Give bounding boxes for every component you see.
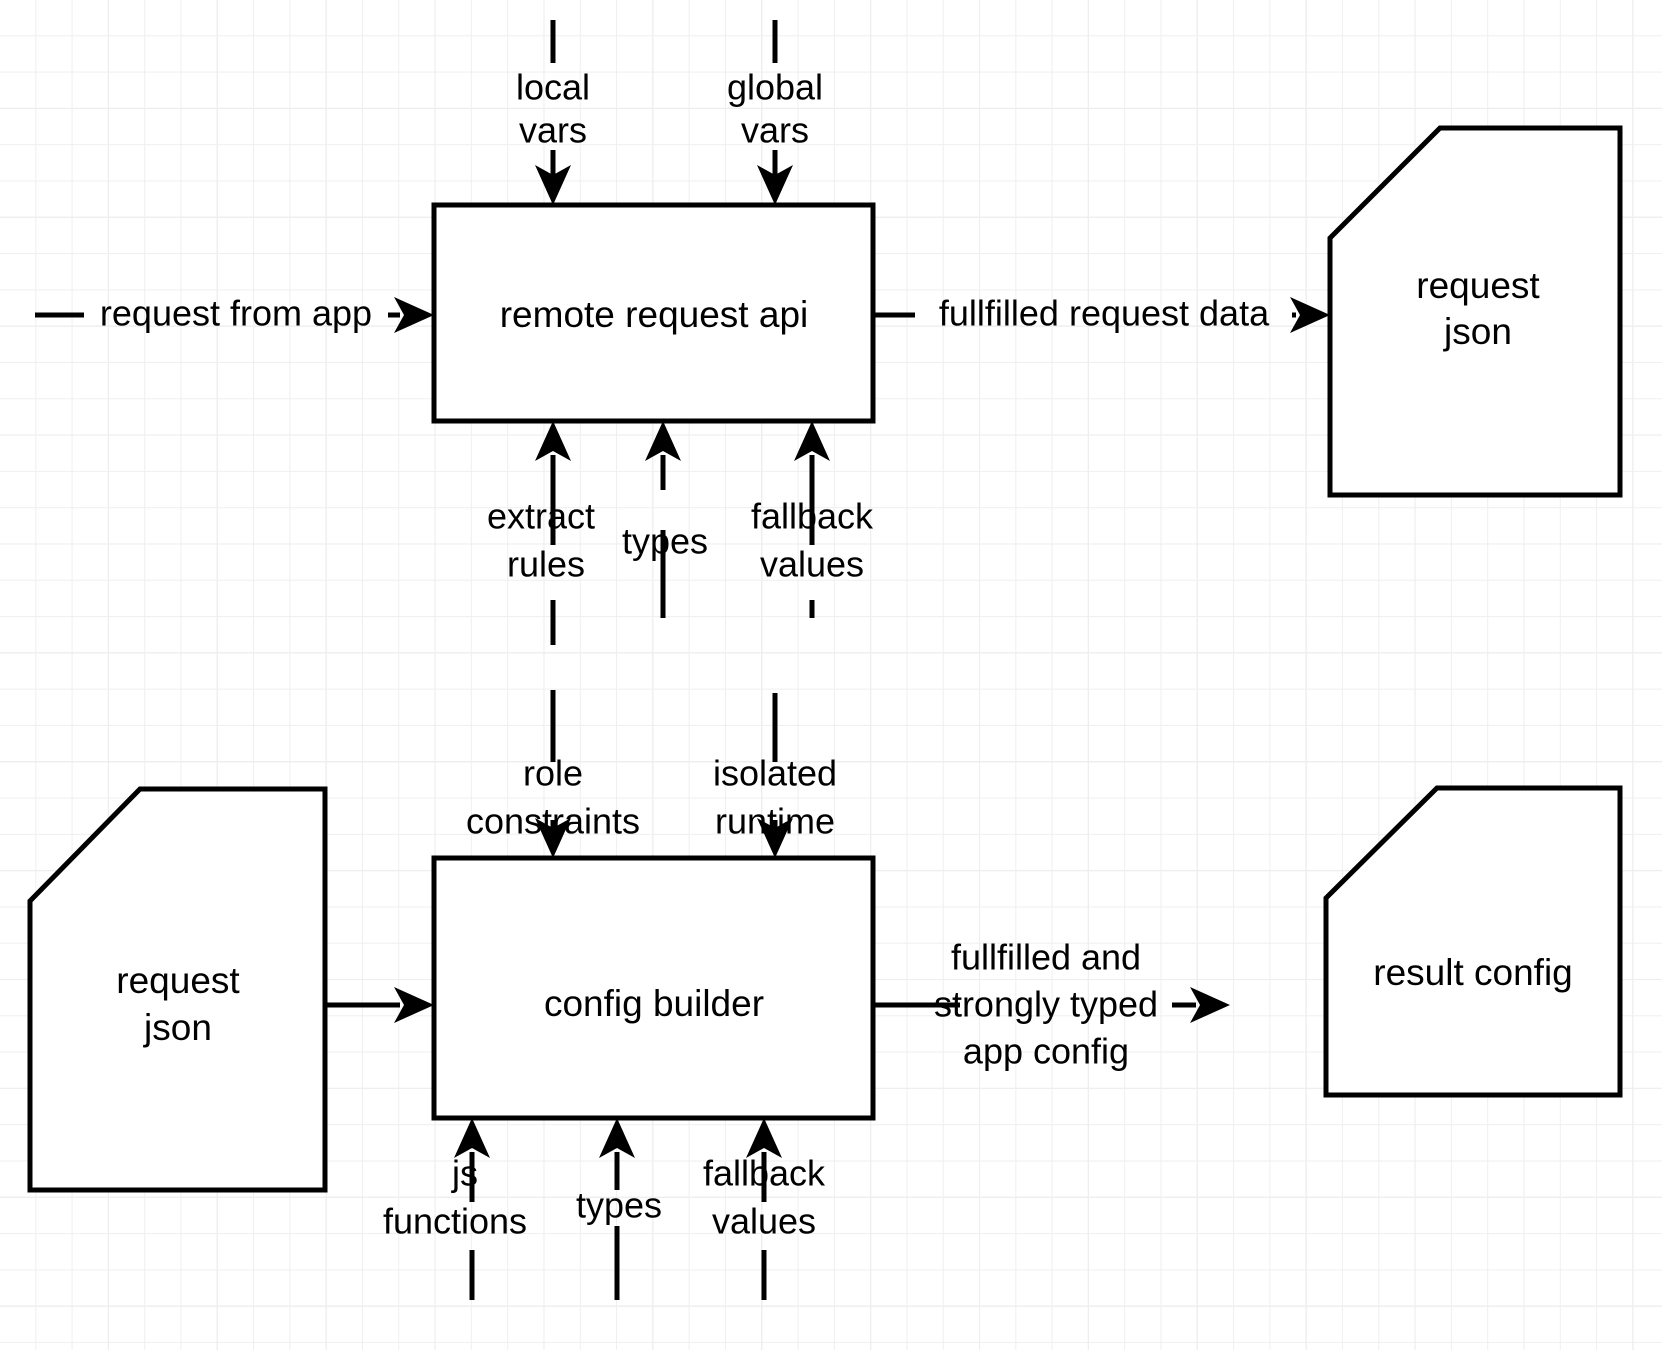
edge-fullfilled-request-data-arrowhead xyxy=(1290,297,1330,333)
node-request-json-bottom-shape[interactable] xyxy=(27,786,328,1193)
edge-request-json-to-config-builder-arrowhead xyxy=(394,987,434,1023)
edge-role-constraints: role constraints xyxy=(466,735,640,858)
edge-isolated-runtime-label-line2: runtime xyxy=(715,801,835,842)
edge-local-vars-label-line1: local xyxy=(516,67,590,108)
edge-extract-rules-label-line2: rules xyxy=(507,544,585,585)
edge-role-constraints-arrowhead xyxy=(535,818,571,858)
edge-types-lower-label: types xyxy=(576,1185,662,1226)
edge-fallback-values-upper-label-line2: values xyxy=(760,544,864,585)
edge-fallback-values-lower-label-line2: values xyxy=(712,1201,816,1242)
edge-global-vars-arrowhead xyxy=(757,165,793,205)
edge-global-vars-label-line1: global xyxy=(727,67,823,108)
node-config-builder[interactable]: config builder xyxy=(431,855,876,1121)
node-remote-request-api[interactable]: remote request api xyxy=(431,202,876,424)
edge-types-upper: types xyxy=(622,421,708,618)
node-request-json-bottom-label-line2: json xyxy=(143,1007,212,1048)
node-request-json-top-shape[interactable] xyxy=(1327,125,1623,498)
edge-isolated-runtime: isolated runtime xyxy=(713,693,837,858)
node-request-json-top-label-line2: json xyxy=(1443,311,1512,352)
edge-global-vars: global vars xyxy=(727,20,823,205)
edge-js-functions: js functions xyxy=(383,1118,527,1300)
edge-role-constraints-label-line1: role xyxy=(523,753,583,794)
edge-fallback-values-upper-arrowhead xyxy=(794,421,830,461)
edge-extract-rules-arrowhead xyxy=(535,421,571,461)
edge-request-from-app-arrowhead xyxy=(394,297,434,333)
node-result-config[interactable]: result config xyxy=(1323,785,1623,1098)
edge-fullfilled-request-data-label: fullfilled request data xyxy=(939,293,1270,334)
edge-extract-rules: extract rules xyxy=(487,421,595,735)
edge-js-functions-label-line1: js xyxy=(451,1153,478,1194)
node-result-config-label: result config xyxy=(1373,952,1573,993)
node-request-json-bottom[interactable]: request json xyxy=(27,786,328,1193)
edge-fullfilled-request-data: fullfilled request data xyxy=(873,293,1330,334)
node-config-builder-shape[interactable] xyxy=(431,855,876,1121)
edge-isolated-runtime-arrowhead xyxy=(757,818,793,858)
edge-local-vars: local vars xyxy=(516,20,590,205)
edge-role-constraints-label-line2: constraints xyxy=(466,801,640,842)
edge-fallback-values-upper-label-line1: fallback xyxy=(751,496,874,537)
edge-request-from-app-label: request from app xyxy=(100,293,372,334)
edge-fallback-values-lower: fallback values xyxy=(703,1118,826,1300)
edge-types-upper-arrowhead xyxy=(645,421,681,461)
edge-isolated-runtime-label-line1: isolated xyxy=(713,753,837,794)
edge-fullfilled-app-config-label-line2: strongly typed xyxy=(934,984,1158,1025)
node-config-builder-label: config builder xyxy=(544,983,764,1024)
edge-types-upper-label: types xyxy=(622,521,708,562)
edge-fallback-values-lower-arrowhead xyxy=(746,1118,782,1158)
edge-local-vars-label-line2: vars xyxy=(519,110,587,151)
node-remote-request-api-label: remote request api xyxy=(500,294,809,335)
edge-types-lower: types xyxy=(576,1118,662,1300)
edge-js-functions-label-line2: functions xyxy=(383,1201,527,1242)
edge-fullfilled-app-config-arrowhead xyxy=(1190,987,1230,1023)
edge-request-json-to-config-builder xyxy=(325,987,434,1023)
edge-extract-rules-label-line1: extract xyxy=(487,496,595,537)
node-request-json-top[interactable]: request json xyxy=(1327,125,1623,498)
node-request-json-bottom-label-line1: request xyxy=(116,960,240,1001)
edge-request-from-app: request from app xyxy=(35,293,434,334)
edge-global-vars-label-line2: vars xyxy=(741,110,809,151)
edge-types-lower-arrowhead xyxy=(599,1118,635,1158)
edge-fullfilled-app-config-label-line1: fullfilled and xyxy=(951,937,1141,978)
edge-js-functions-arrowhead xyxy=(454,1118,490,1158)
edge-fullfilled-app-config: fullfilled and strongly typed app config xyxy=(873,937,1230,1072)
node-result-config-shape[interactable] xyxy=(1323,785,1623,1098)
node-request-json-top-label-line1: request xyxy=(1416,265,1540,306)
edge-fallback-values-upper: fallback values xyxy=(751,421,874,618)
edge-fallback-values-lower-label-line1: fallback xyxy=(703,1153,826,1194)
edge-local-vars-arrowhead xyxy=(535,165,571,205)
edge-fullfilled-app-config-label-line3: app config xyxy=(963,1031,1129,1072)
